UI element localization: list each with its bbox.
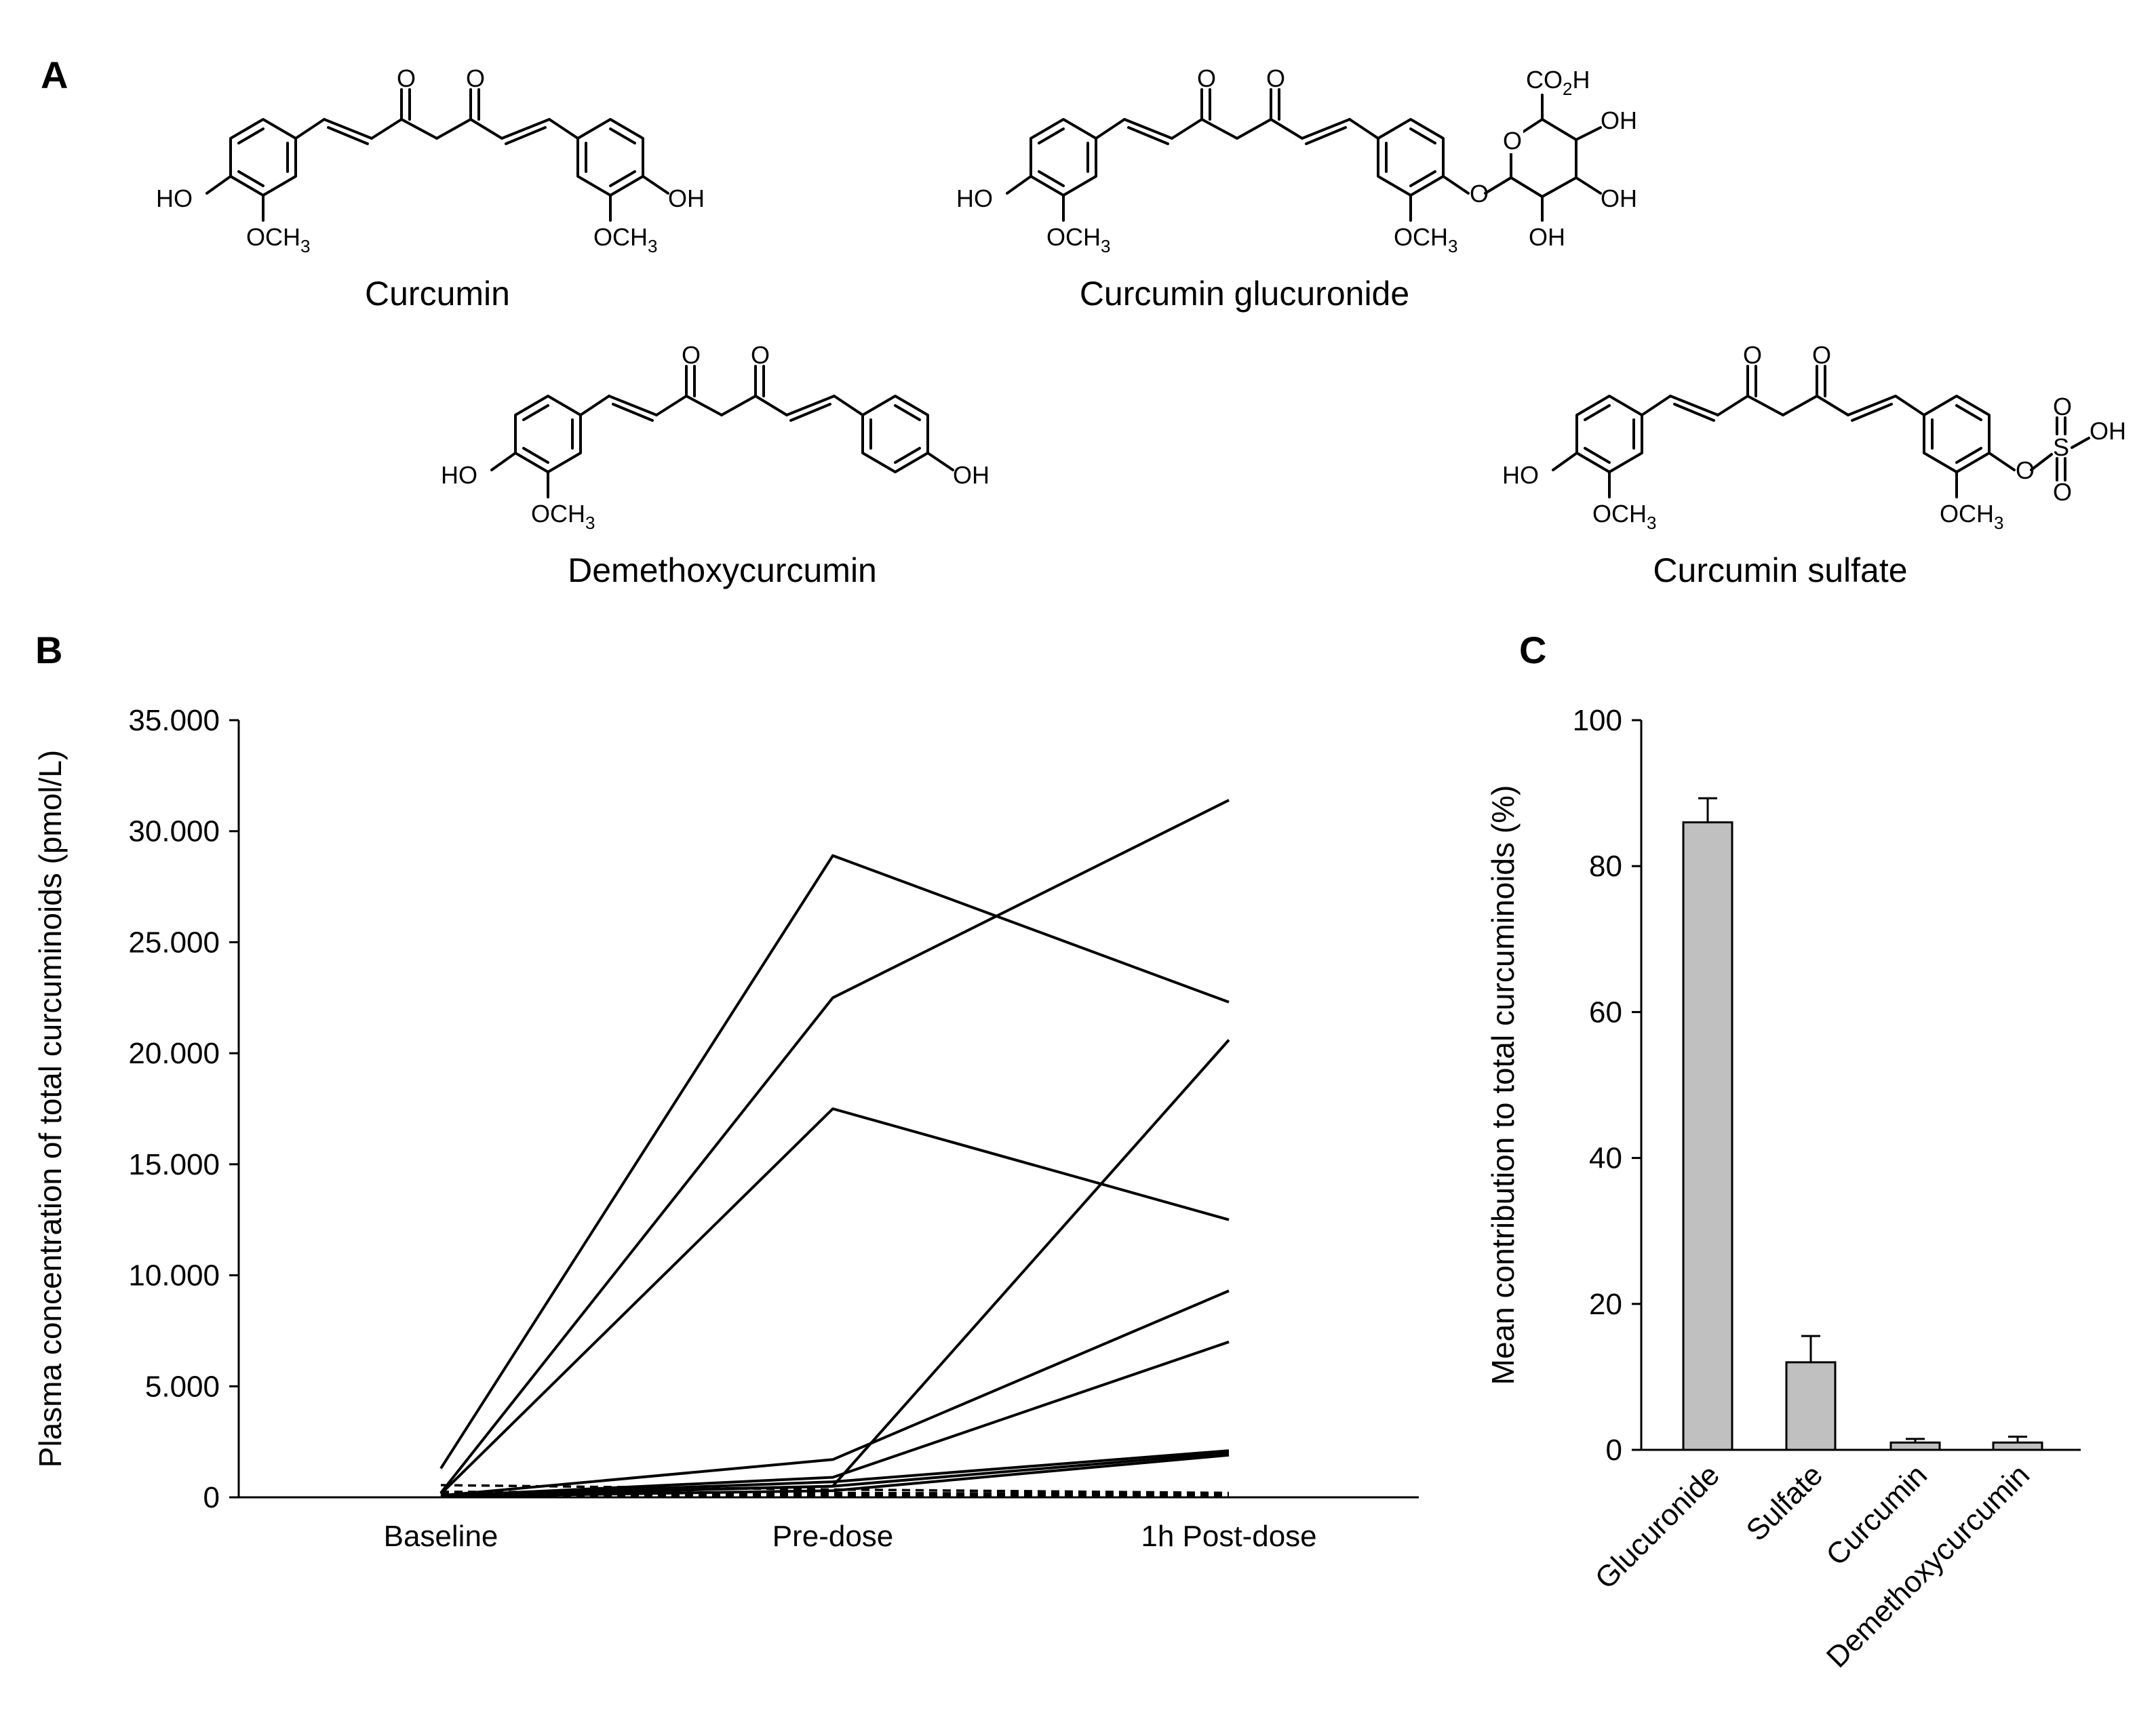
- y-tick-label: 80: [1589, 850, 1622, 883]
- atom-label: OH: [2090, 417, 2126, 445]
- y-tick-label: 60: [1589, 996, 1622, 1029]
- atom-label: HO: [1502, 461, 1539, 489]
- series-line-14: [440, 1495, 1230, 1498]
- atom-label: O: [2053, 393, 2072, 420]
- atom-label: OCH3: [1592, 500, 1656, 533]
- atom-label: OH: [1601, 106, 1637, 134]
- series-line-3: [439, 1107, 1230, 1495]
- y-tick-label: 30.000: [128, 815, 220, 848]
- atom-label: OCH3: [593, 223, 657, 256]
- atom-label: S: [2053, 433, 2069, 461]
- chart-b-y-axis-title: Plasma concentration of total curcuminoi…: [33, 750, 68, 1467]
- molecule-demethoxycurcumin: O O HO OCH3 OH Demethoxycurcumin: [441, 341, 989, 589]
- atom-label: HO: [441, 461, 477, 489]
- atom-label: O: [682, 341, 701, 369]
- bar-curcumin: [1889, 1441, 1941, 1451]
- series-line-2: [439, 799, 1230, 1494]
- molecule-name-curcumin: Curcumin: [365, 275, 510, 313]
- atom-label: O: [2053, 478, 2072, 506]
- atom-label: O: [1197, 64, 1216, 92]
- x-tick-label: Baseline: [384, 1520, 498, 1553]
- atom-label: OH: [1529, 223, 1565, 251]
- atom-label: OH: [953, 461, 989, 489]
- atom-label: O: [2016, 456, 2035, 484]
- panel-a-label: A: [41, 54, 68, 96]
- x-tick-label: 1h Post-dose: [1141, 1520, 1316, 1553]
- y-tick-label: 10.000: [128, 1259, 220, 1293]
- atom-label: O: [1266, 64, 1285, 92]
- x-tick-label: Pre-dose: [772, 1520, 894, 1553]
- atom-label: OH: [1601, 184, 1637, 212]
- atom-label: O: [1470, 180, 1489, 208]
- x-tick-label: Sulfate: [1740, 1458, 1830, 1548]
- series-line-11: [440, 1491, 1230, 1495]
- atom-label: O: [466, 64, 485, 92]
- atom-label: OCH3: [1394, 223, 1457, 256]
- atom-label: OCH3: [1046, 223, 1110, 256]
- y-tick-label: 20: [1589, 1288, 1622, 1321]
- atom-label: O: [1503, 127, 1522, 155]
- atom-label: O: [1812, 341, 1831, 369]
- molecule-name-sulfate: Curcumin sulfate: [1653, 551, 1907, 589]
- series-line-8: [440, 1451, 1230, 1498]
- y-tick-label: 0: [203, 1481, 220, 1514]
- x-tick-label: Glucuronide: [1589, 1458, 1726, 1595]
- bar-glucuronide: [1682, 821, 1733, 1451]
- molecule-name-demethoxycurcumin: Demethoxycurcumin: [568, 551, 877, 589]
- series-line-7: [440, 1449, 1230, 1498]
- y-tick-label: 0: [1606, 1434, 1622, 1467]
- y-tick-label: 25.000: [128, 926, 220, 959]
- y-tick-label: 15.000: [128, 1148, 220, 1181]
- bar-demethoxycurcumin: [1992, 1441, 2043, 1451]
- chart-b-plasma-concentration: Plasma concentration of total curcuminoi…: [33, 704, 1419, 1553]
- atom-label: O: [1743, 341, 1762, 369]
- y-tick-label: 5.000: [145, 1370, 220, 1403]
- y-tick-label: 40: [1589, 1142, 1622, 1175]
- atom-label: OCH3: [531, 500, 595, 533]
- series-line-9: [440, 1453, 1230, 1498]
- atom-label: OCH3: [1940, 500, 2003, 533]
- panel-c-label: C: [1519, 629, 1546, 671]
- atom-label: OH: [668, 184, 705, 212]
- chart-c-y-axis-title: Mean contribution to total curcuminoids …: [1485, 785, 1521, 1385]
- atom-label: HO: [956, 184, 993, 212]
- y-tick-label: 20.000: [128, 1037, 220, 1070]
- atom-label: OCH3: [246, 223, 310, 256]
- molecule-curcumin: O O HO OCH3 OH OCH3 Curcumin: [156, 64, 705, 313]
- series-line-5: [440, 1289, 1230, 1497]
- chart-c-mean-contribution: Mean contribution to total curcuminoids …: [1485, 704, 2081, 1674]
- y-tick-label: 100: [1573, 704, 1622, 737]
- atom-label: O: [397, 64, 416, 92]
- series-line-1: [439, 854, 1230, 1470]
- atom-label: CO2H: [1526, 66, 1590, 99]
- series-line-10: [440, 1484, 1230, 1495]
- molecule-curcumin-sulfate: O O HO OCH3 OCH3 O S O O OH Curcumin sul…: [1502, 341, 2126, 589]
- series-line-6: [440, 1340, 1230, 1497]
- panel-b-label: B: [35, 629, 62, 671]
- y-tick-label: 35.000: [128, 704, 220, 737]
- molecule-name-glucuronide: Curcumin glucuronide: [1080, 275, 1409, 313]
- atom-label: O: [751, 341, 770, 369]
- molecule-curcumin-glucuronide: O O HO OCH3 OCH3 O O CO2H OH OH OH Curcu…: [956, 64, 1637, 313]
- bar-sulfate: [1785, 1361, 1837, 1451]
- atom-label: HO: [156, 184, 193, 212]
- x-tick-label: Demethoxycurcumin: [1820, 1458, 2036, 1674]
